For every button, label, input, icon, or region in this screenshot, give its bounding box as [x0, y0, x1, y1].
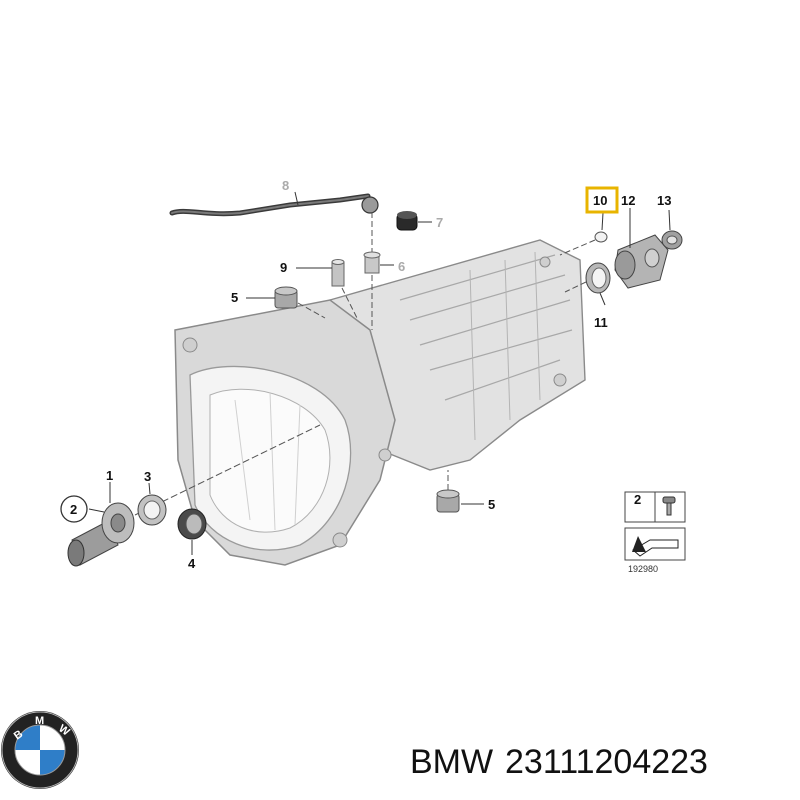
logo-letter-m: M	[35, 715, 44, 727]
seal-ring-part	[559, 231, 608, 256]
callout-8: 8	[282, 178, 289, 193]
mount-part-upper	[274, 286, 326, 319]
bolt-icon	[662, 496, 676, 516]
brand-name: BMW	[410, 743, 493, 781]
grommet-part	[396, 211, 418, 231]
callout-5-lower: 5	[488, 497, 495, 512]
transmission-housing	[174, 239, 586, 566]
callout-12: 12	[621, 193, 635, 208]
callout-6: 6	[398, 259, 405, 274]
part-number: 23111204223	[505, 743, 708, 781]
legend-box: 2 192980	[624, 491, 686, 574]
collar-nut-part	[661, 230, 683, 250]
bushing-part	[363, 251, 381, 274]
shaft-seal-lower-part	[177, 508, 207, 540]
callout-4: 4	[188, 556, 196, 571]
callout-10: 10	[593, 193, 607, 208]
callout-11: 11	[594, 315, 608, 330]
output-flange-part	[614, 234, 669, 289]
callout-3: 3	[144, 469, 151, 484]
bmw-logo-icon: B M W	[1, 711, 79, 789]
callout-13: 13	[657, 193, 671, 208]
guide-sleeve-part	[67, 424, 321, 567]
pin-part	[331, 259, 359, 321]
callout-9: 9	[280, 260, 287, 275]
leader-lines	[88, 191, 671, 555]
image-code: 192980	[628, 564, 658, 574]
callout-10-highlight-box	[585, 186, 619, 214]
legend-part-number: 2	[634, 492, 641, 507]
input-seal-part	[137, 494, 167, 526]
arrow-icon	[632, 536, 679, 557]
shaft-seal-part	[564, 262, 611, 294]
mount-part-lower	[436, 470, 460, 513]
callout-1: 1	[106, 468, 113, 483]
callout-2: 2	[70, 502, 77, 517]
callout-5-upper: 5	[231, 290, 238, 305]
callout-7: 7	[436, 215, 443, 230]
callout-2-circle	[60, 495, 88, 523]
